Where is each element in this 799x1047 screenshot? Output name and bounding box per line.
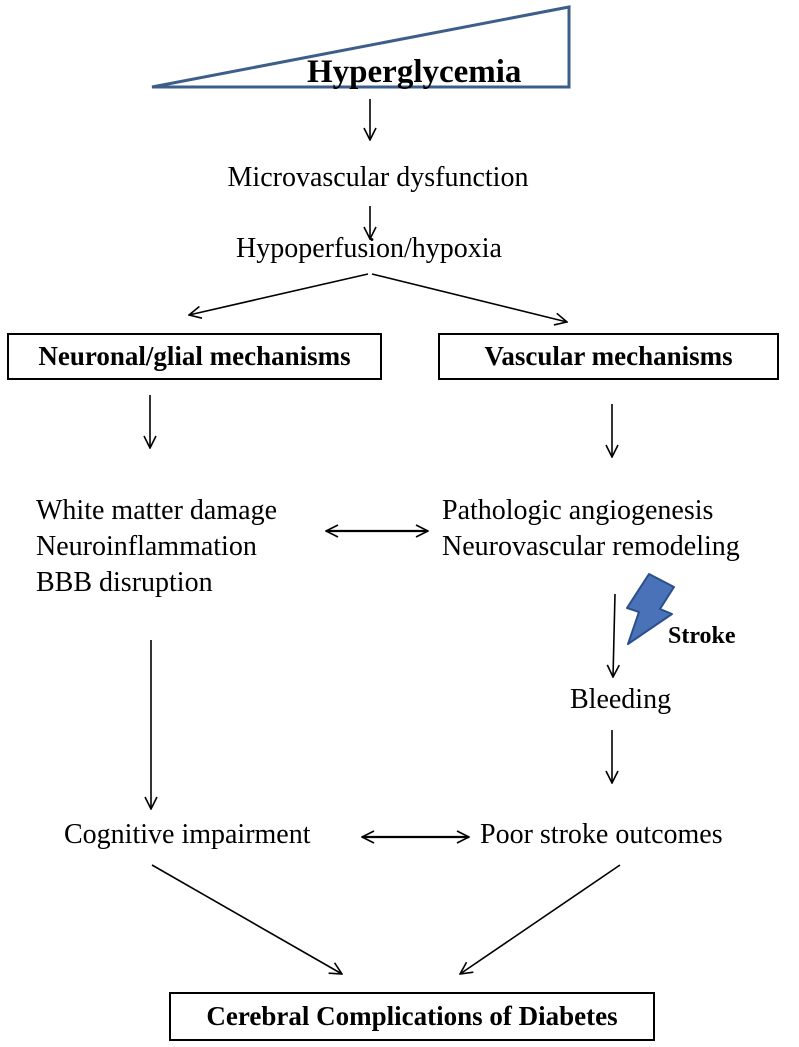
stroke-label: Stroke [668,623,736,649]
microvascular-dysfunction-label: Microvascular dysfunction [227,162,529,193]
hypoperfusion-hypoxia-label: Hypoperfusion/hypoxia [236,233,502,264]
neuronal-glial-mechanisms-box: Neuronal/glial mechanisms [7,333,382,380]
lightning-bolt-icon [626,573,675,645]
poor-stroke-outcomes-label: Poor stroke outcomes [480,819,723,850]
effect-neuroinflammation: Neuroinflammation [36,531,257,562]
hyperglycemia-wedge [151,5,571,89]
arrow-cognitive-to-final [151,864,342,974]
bleeding-label: Bleeding [570,684,672,715]
effect-pathologic-angiogenesis: Pathologic angiogenesis [442,495,714,526]
effect-neurovascular-remodeling: Neurovascular remodeling [442,531,740,562]
effect-bbb-disruption: BBB disruption [36,567,213,598]
arrow-hypoperfusion-to-neuronal [189,273,369,315]
arrow-hypoperfusion-to-vascular [371,273,567,322]
effect-white-matter-damage: White matter damage [36,495,277,526]
arrow-poor-outcomes-to-final [460,864,621,974]
arrow-remodeling-to-bleeding [613,593,615,677]
vascular-mechanisms-box: Vascular mechanisms [438,333,779,380]
cerebral-complications-box: Cerebral Complications of Diabetes [169,992,655,1041]
cognitive-impairment-label: Cognitive impairment [64,819,311,850]
hyperglycemia-label: Hyperglycemia [307,54,522,90]
